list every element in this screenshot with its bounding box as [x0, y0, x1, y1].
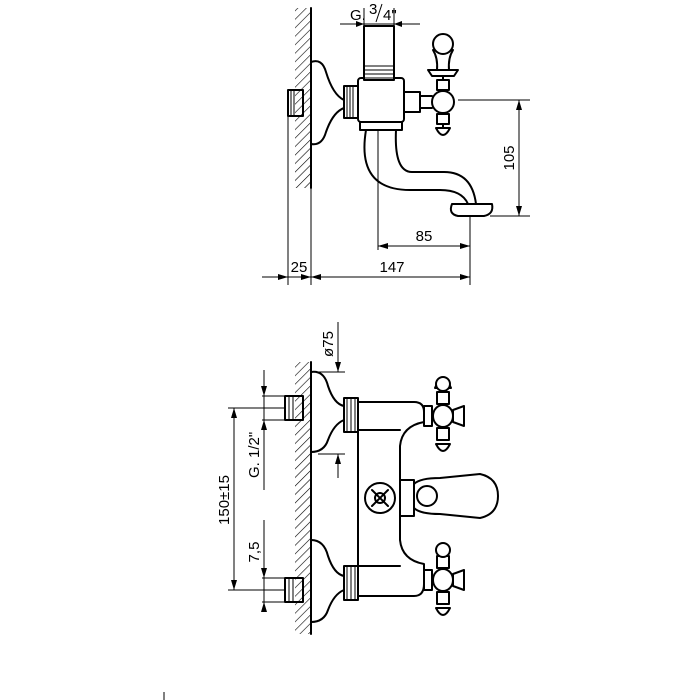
dim-height-label: 105	[501, 145, 518, 170]
diverter-knob	[364, 482, 396, 514]
dim-thread-top: G. 3 4"	[340, 1, 420, 28]
dim-diameter-label: ø75	[320, 331, 337, 357]
dim-centers-label: 150±15	[216, 475, 233, 525]
spout-top	[359, 121, 494, 217]
wall-section-front	[295, 361, 312, 635]
dim-total-label: 147	[379, 259, 404, 276]
thread-label-top: G.	[350, 7, 366, 24]
cross-handle-lower	[423, 542, 465, 616]
side-view: G. 3 4" 105 85	[262, 1, 530, 285]
thread-denominator-top: 4"	[383, 7, 397, 24]
dim-centers: 150±15	[216, 407, 285, 591]
escutcheon-upper	[310, 370, 345, 453]
mixer-body-top	[357, 25, 405, 123]
dim-thread-front: G. 1/2"	[246, 370, 295, 490]
connector-nut-upper	[343, 397, 359, 433]
cross-handle-top	[403, 33, 459, 136]
dim-spout-label: 85	[416, 228, 433, 245]
spout-front	[399, 473, 499, 519]
pipe-stub-top	[287, 89, 304, 117]
dim-depth: 25 147	[262, 116, 471, 285]
escutcheon-lower	[310, 539, 345, 623]
dim-thread-front-prefix: G.	[246, 462, 263, 478]
front-view: ø75 G. 1/2" 150±15	[216, 322, 499, 635]
dim-offset: 7,5	[246, 520, 285, 612]
connector-nut-lower	[343, 565, 359, 601]
connector-nut-top	[343, 85, 359, 119]
dim-wall-label: 25	[291, 259, 308, 276]
pipe-stub-upper	[284, 395, 304, 421]
pipe-stub-lower	[284, 577, 304, 603]
dim-spout: 85	[377, 130, 471, 250]
thread-numerator-top: 3	[369, 1, 377, 18]
escutcheon-top	[310, 60, 345, 146]
cross-handle-upper	[423, 376, 465, 452]
dim-thread-front-fraction: 1/2"	[246, 432, 263, 458]
dim-height: 105	[458, 99, 530, 217]
dim-offset-label: 7,5	[246, 542, 263, 563]
dim-diameter: ø75	[311, 322, 345, 478]
